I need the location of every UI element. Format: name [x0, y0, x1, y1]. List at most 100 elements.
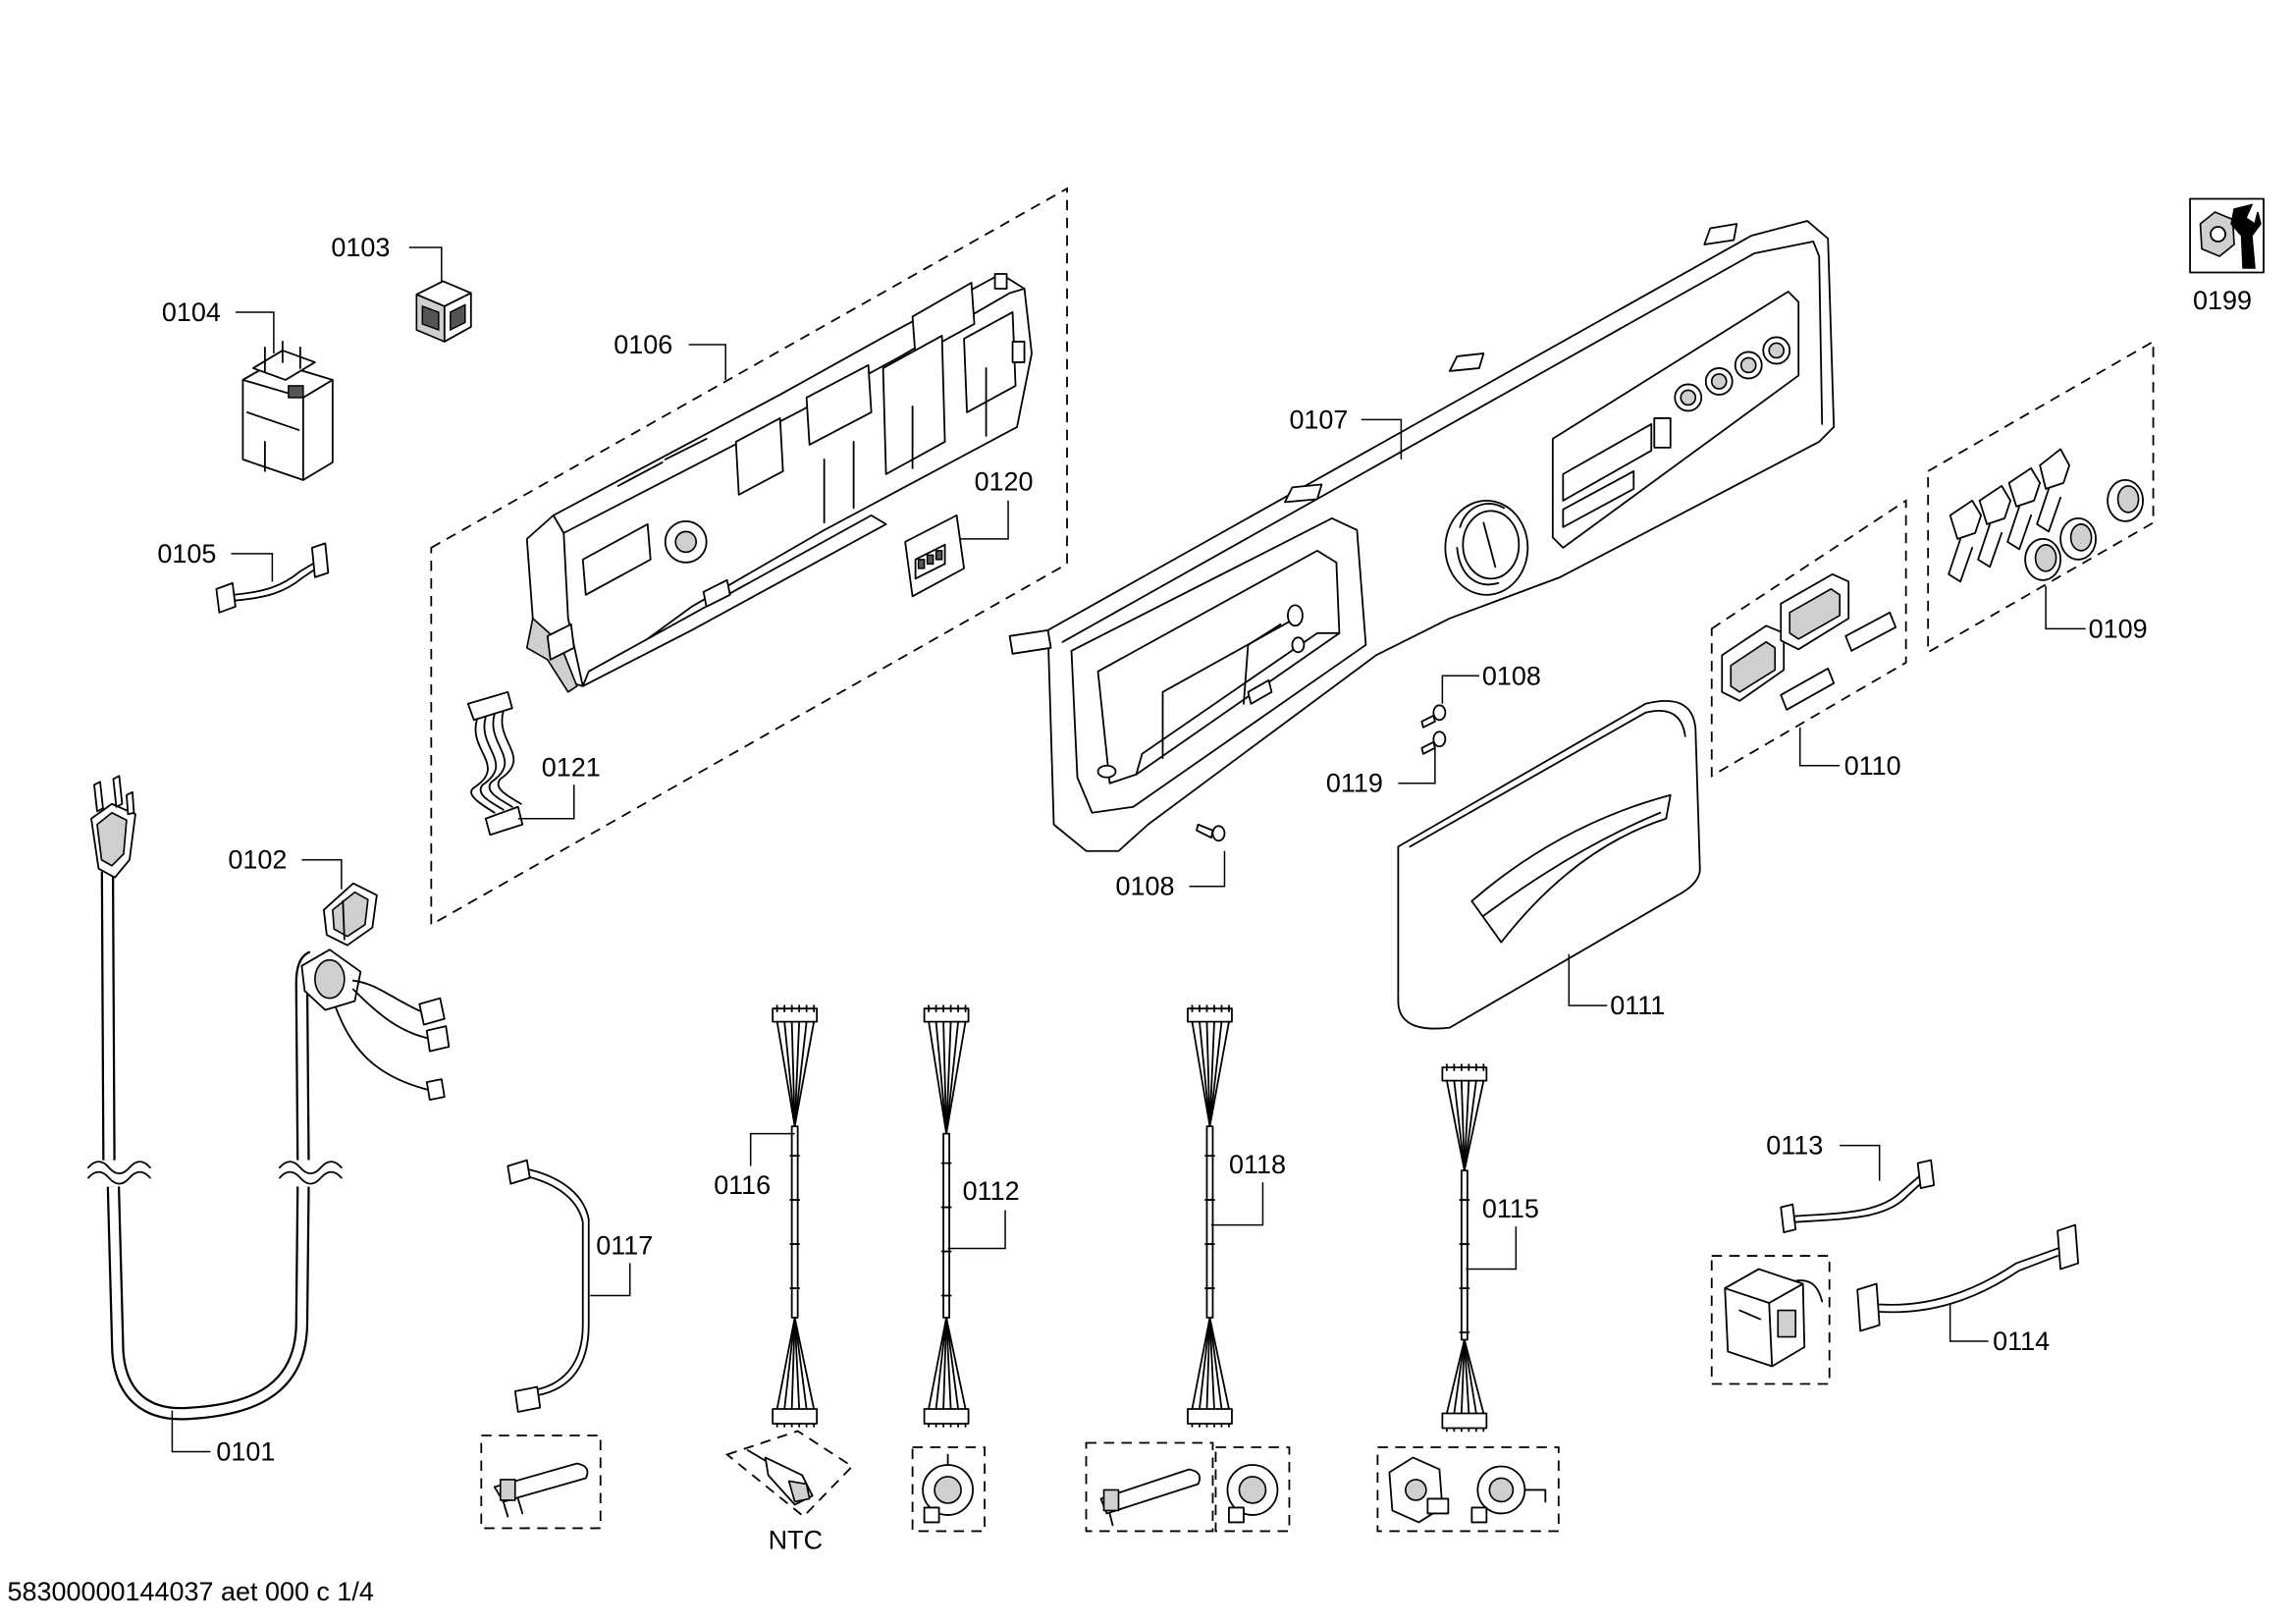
leader-0107 — [1361, 418, 1403, 460]
group-frame-heater-0117 — [480, 1435, 602, 1530]
part-0115-cable-harness-top-connector — [1441, 1066, 1488, 1082]
label-0109: 0109 — [2089, 614, 2148, 643]
leader-0110 — [1798, 727, 1841, 767]
leader-0112 — [947, 1210, 1006, 1250]
leader-0118 — [1210, 1182, 1264, 1226]
part-0115-cable-harness-bundle — [1460, 1169, 1468, 1341]
part-0116-cable-harness-bottom-wire — [790, 1317, 796, 1410]
part-0118-cable-harness — [1187, 1004, 1233, 1428]
part-0116-cable-harness-top-wire — [790, 1020, 796, 1128]
leader-0101 — [171, 1410, 211, 1453]
leader-0108-lower — [1189, 850, 1226, 888]
part-0114-cable — [1856, 1223, 2079, 1332]
label-0101: 0101 — [216, 1436, 275, 1466]
part-0109-push-buttons — [1948, 448, 2144, 583]
part-0116-cable-harness-bottom-wire — [793, 1317, 801, 1410]
part-0112-cable-harness-bottom-wire — [928, 1317, 947, 1410]
part-0108-screw-upper — [1420, 704, 1447, 729]
part-0118-cable-harness-bottom-wire — [1208, 1317, 1223, 1410]
label-0121: 0121 — [542, 752, 601, 782]
label-0115: 0115 — [1482, 1194, 1539, 1223]
label-0114: 0114 — [1993, 1326, 2050, 1356]
group-frame-control-module — [430, 187, 1068, 927]
part-0102-cable-clip — [322, 882, 378, 947]
part-0112-cable-harness-bottom-wire — [934, 1317, 947, 1410]
part-0118-cable-harness-bottom-wire — [1191, 1317, 1211, 1410]
part-0118-cable-harness-bottom-wire — [1208, 1317, 1230, 1410]
group-frame-door-lock — [1710, 1255, 1831, 1385]
label-0105: 0105 — [157, 539, 216, 568]
part-0115-cable-harness-top-wire — [1460, 1079, 1466, 1171]
part-0118-cable-harness-top-wire — [1205, 1020, 1211, 1128]
part-0115-cable-harness-bottom-wire — [1453, 1338, 1466, 1415]
part-0118-cable-harness-bottom-connector — [1187, 1408, 1233, 1425]
part-0115-cable-harness-bottom-connector — [1441, 1412, 1488, 1430]
leader-0120 — [959, 500, 1009, 540]
leader-0119 — [1398, 747, 1436, 785]
part-0116-cable-harness-top-wire — [793, 1020, 816, 1128]
part-0112-cable-harness-top-wire — [942, 1020, 947, 1135]
label-0110: 0110 — [1844, 751, 1901, 781]
part-0118-cable-harness-top-wire — [1208, 1020, 1223, 1128]
leader-0105 — [231, 553, 274, 582]
leader-0117 — [590, 1263, 631, 1297]
label-0107: 0107 — [1289, 405, 1348, 434]
label-0108-lower: 0108 — [1116, 872, 1175, 901]
part-0112-cable-harness — [923, 1004, 970, 1428]
heating-element-illustration-2 — [1099, 1468, 1201, 1527]
part-0118-cable-harness-top-wire — [1191, 1020, 1211, 1128]
leader-0114 — [1949, 1304, 1989, 1342]
group-frame-button-guides — [1710, 499, 1907, 778]
label-0108-upper: 0108 — [1482, 661, 1541, 690]
part-0106-control-module-housing — [525, 273, 1033, 693]
part-0112-cable-harness-bottom-connector — [923, 1408, 970, 1425]
part-0116-cable-harness-bottom-wire — [783, 1317, 796, 1410]
part-0120-display-board — [904, 514, 965, 598]
pressure-switch-illustration-2 — [1226, 1464, 1279, 1524]
label-0113: 0113 — [1766, 1131, 1823, 1161]
part-0118-cable-harness-bundle — [1205, 1125, 1214, 1319]
leader-0109 — [2045, 585, 2086, 630]
label-0117: 0117 — [596, 1231, 653, 1261]
part-0112-cable-harness-bottom-wire — [945, 1317, 952, 1410]
part-0116-cable-harness-bottom-connector — [772, 1408, 819, 1425]
part-0117-cable — [507, 1159, 590, 1413]
part-0104-interference-suppressor — [241, 341, 334, 481]
heating-element-illustration — [493, 1462, 589, 1518]
group-frame-programme-buttons — [1927, 340, 2155, 654]
leader-0121 — [517, 785, 575, 820]
part-0119-screw — [1420, 731, 1447, 755]
leader-0113 — [1840, 1144, 1881, 1181]
label-0112: 0112 — [963, 1176, 1020, 1206]
part-0103-interference-filter-cube — [415, 280, 472, 343]
part-0112-cable-harness-bottom-wire — [945, 1317, 967, 1410]
part-0116-cable-harness-bottom-wire — [793, 1317, 816, 1410]
part-0116-cable-harness-top-wire — [783, 1020, 796, 1128]
part-0112-cable-harness-top-wire — [945, 1020, 967, 1135]
wrench-and-nut-icon — [2189, 197, 2265, 274]
part-0118-cable-harness-top-connector — [1187, 1007, 1233, 1023]
label-0119: 0119 — [1326, 769, 1383, 798]
part-0118-cable-harness-bottom-wire — [1205, 1317, 1211, 1410]
part-0115-cable-harness-top-wire — [1445, 1079, 1466, 1171]
part-0118-cable-harness-top-wire — [1199, 1020, 1211, 1128]
leader-0104 — [235, 311, 275, 353]
part-0112-cable-harness-top-wire — [928, 1020, 947, 1135]
part-0112-cable-harness-bottom-wire — [945, 1317, 959, 1410]
group-frame-heater-0118 — [1085, 1441, 1214, 1533]
part-0115-cable-harness-top-wire — [1463, 1079, 1470, 1171]
leader-0108-upper — [1441, 675, 1479, 704]
part-0118-cable-harness-bottom-wire — [1199, 1317, 1211, 1410]
label-0120: 0120 — [975, 466, 1034, 496]
label-0116: 0116 — [714, 1170, 771, 1200]
part-0112-cable-harness-top-connector — [923, 1007, 970, 1023]
part-0115-cable-harness-bottom-wire — [1463, 1338, 1477, 1415]
door-lock-illustration — [1724, 1268, 1824, 1368]
document-code: 58300000144037 aet 000 c 1/4 — [7, 1577, 373, 1606]
part-0112-cable-harness-top-wire — [945, 1020, 959, 1135]
part-0105-cable-harness — [215, 542, 330, 614]
part-0101-power-cord — [87, 775, 451, 1421]
leader-0116 — [749, 1132, 795, 1166]
part-0118-cable-harness-top-wire — [1208, 1020, 1215, 1128]
